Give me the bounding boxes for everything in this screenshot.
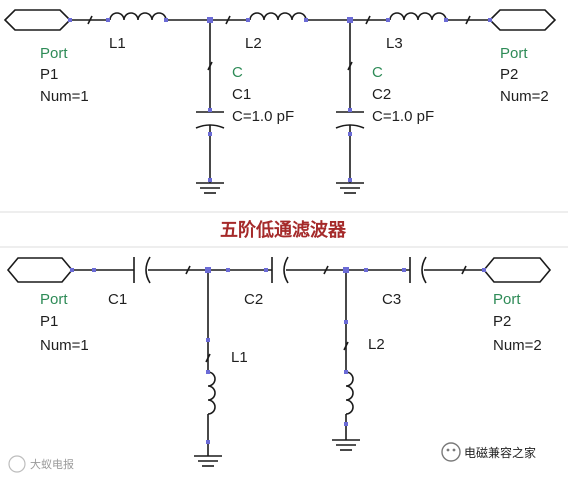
port-p2-name: P2 — [493, 313, 511, 330]
inductor-l2-label: L2 — [368, 336, 385, 353]
port-p2-num: Num=2 — [493, 337, 542, 354]
wire-ticks — [87, 15, 471, 71]
wechat-icon — [441, 442, 461, 462]
bottom-circuit: Port P1 Num=1 Port P2 Num=2 C1 C2 C3 L1 … — [6, 256, 552, 467]
capacitor-c3-label: C3 — [382, 291, 401, 308]
capacitor-c1-type: C — [232, 64, 243, 81]
top-circuit: Port P1 Num=1 Port P2 Num=2 L1 L2 L3 C C… — [3, 9, 557, 194]
wire-ticks — [185, 265, 467, 363]
port-p1-num: Num=1 — [40, 337, 89, 354]
port-p1-symbol[interactable] — [3, 9, 72, 31]
port-p2-type: Port — [500, 45, 528, 62]
pin-markers — [68, 17, 492, 182]
port-p2-name: P2 — [500, 66, 518, 83]
port-p1-name: P1 — [40, 313, 58, 330]
capacitor-c1-plate-right[interactable] — [145, 256, 151, 284]
inductor-l2-symbol[interactable] — [249, 12, 307, 21]
capacitor-c2-value: C=1.0 pF — [372, 108, 434, 125]
inductor-l3-symbol[interactable] — [389, 12, 447, 21]
inductor-l1-symbol[interactable] — [207, 371, 216, 415]
inductor-l1-label: L1 — [109, 35, 126, 52]
port-p2-type: Port — [493, 291, 521, 308]
port-p2-symbol[interactable] — [482, 257, 552, 283]
capacitor-c2-plate-right[interactable] — [283, 256, 289, 284]
port-p1-num: Num=1 — [40, 88, 89, 105]
inductor-l3-label: L3 — [386, 35, 403, 52]
port-p1-symbol[interactable] — [6, 257, 74, 283]
watermark-logo-icon — [8, 455, 26, 473]
capacitor-c1-label: C1 — [108, 291, 127, 308]
diagram-title: 五阶低通滤波器 — [220, 219, 347, 241]
inductor-l1-symbol[interactable] — [109, 12, 167, 21]
capacitor-c3-plate-right[interactable] — [421, 256, 427, 284]
pin-markers — [70, 267, 486, 444]
inductor-l2-label: L2 — [245, 35, 262, 52]
capacitor-c1-name: C1 — [232, 86, 251, 103]
watermark-left-text: 大蚁电报 — [30, 457, 74, 471]
capacitor-c2-type: C — [372, 64, 383, 81]
port-p2-num: Num=2 — [500, 88, 549, 105]
capacitor-c1-value: C=1.0 pF — [232, 108, 294, 125]
watermark-right: 电磁兼容之家 — [441, 442, 536, 462]
port-p1-type: Port — [40, 45, 68, 62]
capacitor-c2-label: C2 — [244, 291, 263, 308]
port-p1-name: P1 — [40, 66, 58, 83]
port-p2-symbol[interactable] — [488, 9, 557, 31]
inductor-l2-symbol[interactable] — [345, 371, 354, 415]
port-p1-type: Port — [40, 291, 68, 308]
watermark-right-text: 电磁兼容之家 — [464, 445, 536, 460]
capacitor-c2-name: C2 — [372, 86, 391, 103]
inductor-l1-label: L1 — [231, 349, 248, 366]
watermark-left: 大蚁电报 — [8, 455, 74, 473]
